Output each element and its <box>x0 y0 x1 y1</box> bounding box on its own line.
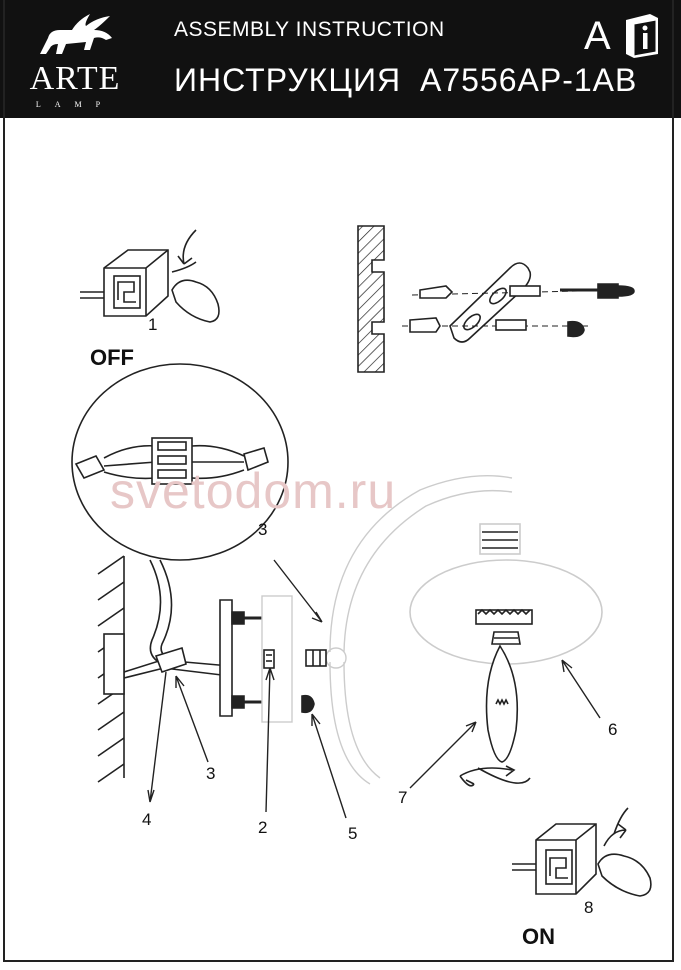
info-book-icon <box>626 14 658 58</box>
part-2-label: 2 <box>258 818 268 837</box>
model-number: A7556AP-1AB <box>420 62 638 98</box>
shade-bulb-illustration <box>409 523 603 787</box>
on-label: ON <box>522 924 555 949</box>
switch-off-illustration <box>80 229 220 323</box>
step-1-label: 1 <box>148 315 158 334</box>
switch-on-illustration <box>512 807 652 897</box>
arte-lamp-logo: ARTE LAMP <box>20 8 130 112</box>
brand-sub: LAMP <box>35 100 115 109</box>
part-7-label: 7 <box>398 788 408 807</box>
bracket-mounting-illustration <box>357 225 635 373</box>
griffin-logo-icon <box>40 14 112 54</box>
off-label: OFF <box>90 345 134 370</box>
part-5-label: 5 <box>348 824 358 843</box>
title-russian: ИНСТРУКЦИЯ <box>174 62 402 98</box>
title-english: ASSEMBLY INSTRUCTION <box>174 18 445 41</box>
watermark-text: svetodom.ru <box>110 463 397 519</box>
part-3-label-top: 3 <box>258 520 268 539</box>
wall-wiring-illustration <box>97 555 262 783</box>
leader-lines <box>147 559 601 819</box>
part-6-label: 6 <box>608 720 618 739</box>
step-8-label: 8 <box>584 898 594 917</box>
brand-name: ARTE <box>29 60 121 97</box>
wire-connection-detail <box>71 363 289 561</box>
part-3-label-bottom: 3 <box>206 764 216 783</box>
part-4-label: 4 <box>142 810 152 829</box>
header-bar: ARTE LAMP ASSEMBLY INSTRUCTION ИНСТРУКЦИ… <box>0 0 681 118</box>
language-letter: A <box>584 14 611 58</box>
